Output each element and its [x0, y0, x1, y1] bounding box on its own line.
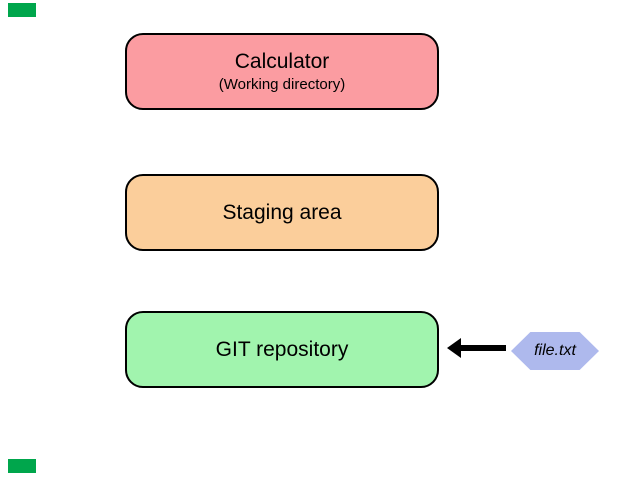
- file-label: file.txt: [534, 342, 576, 359]
- file-node-hexagon: file.txt: [511, 332, 599, 370]
- staging-area-title: Staging area: [222, 201, 342, 224]
- git-repository-node: GIT repository: [125, 311, 439, 388]
- arrow-left-head-icon: [447, 338, 461, 358]
- git-repository-title: GIT repository: [215, 338, 349, 361]
- staging-area-node: Staging area: [125, 174, 439, 251]
- working-directory-title: Calculator: [234, 50, 330, 73]
- corner-mark-bottom-left: [8, 459, 36, 473]
- corner-mark-top-left: [8, 3, 36, 17]
- arrow-file-to-repository: [447, 338, 506, 358]
- arrow-shaft: [461, 345, 506, 351]
- working-directory-node: Calculator (Working directory): [125, 33, 439, 110]
- working-directory-subtitle: (Working directory): [218, 76, 346, 93]
